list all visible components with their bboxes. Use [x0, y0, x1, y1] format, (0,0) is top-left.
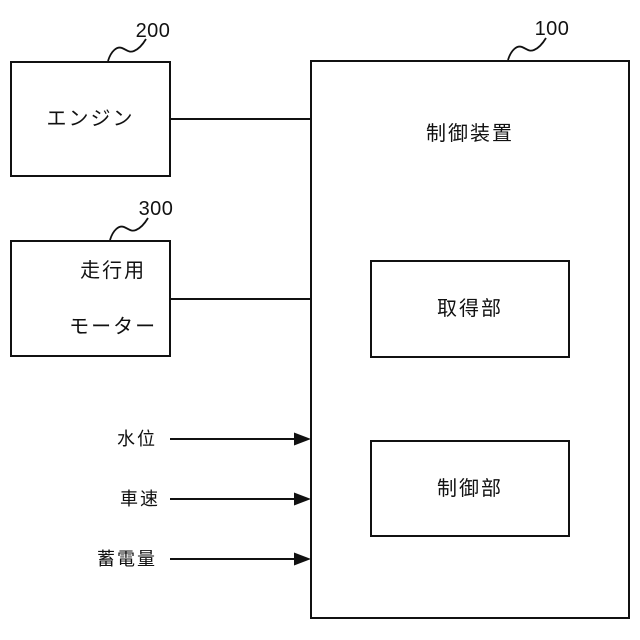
ref-number-300: 300 — [138, 198, 174, 220]
control-device-label: 制御装置 — [426, 123, 514, 145]
ref-leader-300 — [109, 217, 149, 241]
ref-number-200: 200 — [135, 20, 171, 42]
ref-number-100: 100 — [534, 18, 570, 40]
engine-box: エンジン — [10, 61, 171, 177]
ref-leader-200 — [107, 38, 147, 62]
control-unit-box: 制御部 — [370, 440, 570, 537]
input-label-water-level: 水位 — [117, 429, 157, 449]
ref-leader-100 — [507, 37, 547, 61]
vehicle-speed-arrowhead — [294, 492, 311, 506]
acquisition-unit-label: 取得部 — [437, 298, 503, 320]
input-label-vehicle-speed: 車速 — [120, 489, 160, 509]
water-level-arrowhead — [294, 432, 311, 446]
travel-motor-label-line2: モーター — [69, 315, 158, 338]
acquisition-unit-box: 取得部 — [370, 260, 570, 358]
control-unit-label: 制御部 — [437, 477, 503, 500]
input-label-charge-amount: 蓄電量 — [97, 549, 157, 569]
engine-label: エンジン — [46, 108, 135, 130]
charge-amount-arrowhead — [294, 552, 311, 566]
travel-motor-label-line1: 走行用 — [80, 259, 147, 282]
travel-motor-box: 走行用 モーター — [10, 240, 171, 357]
